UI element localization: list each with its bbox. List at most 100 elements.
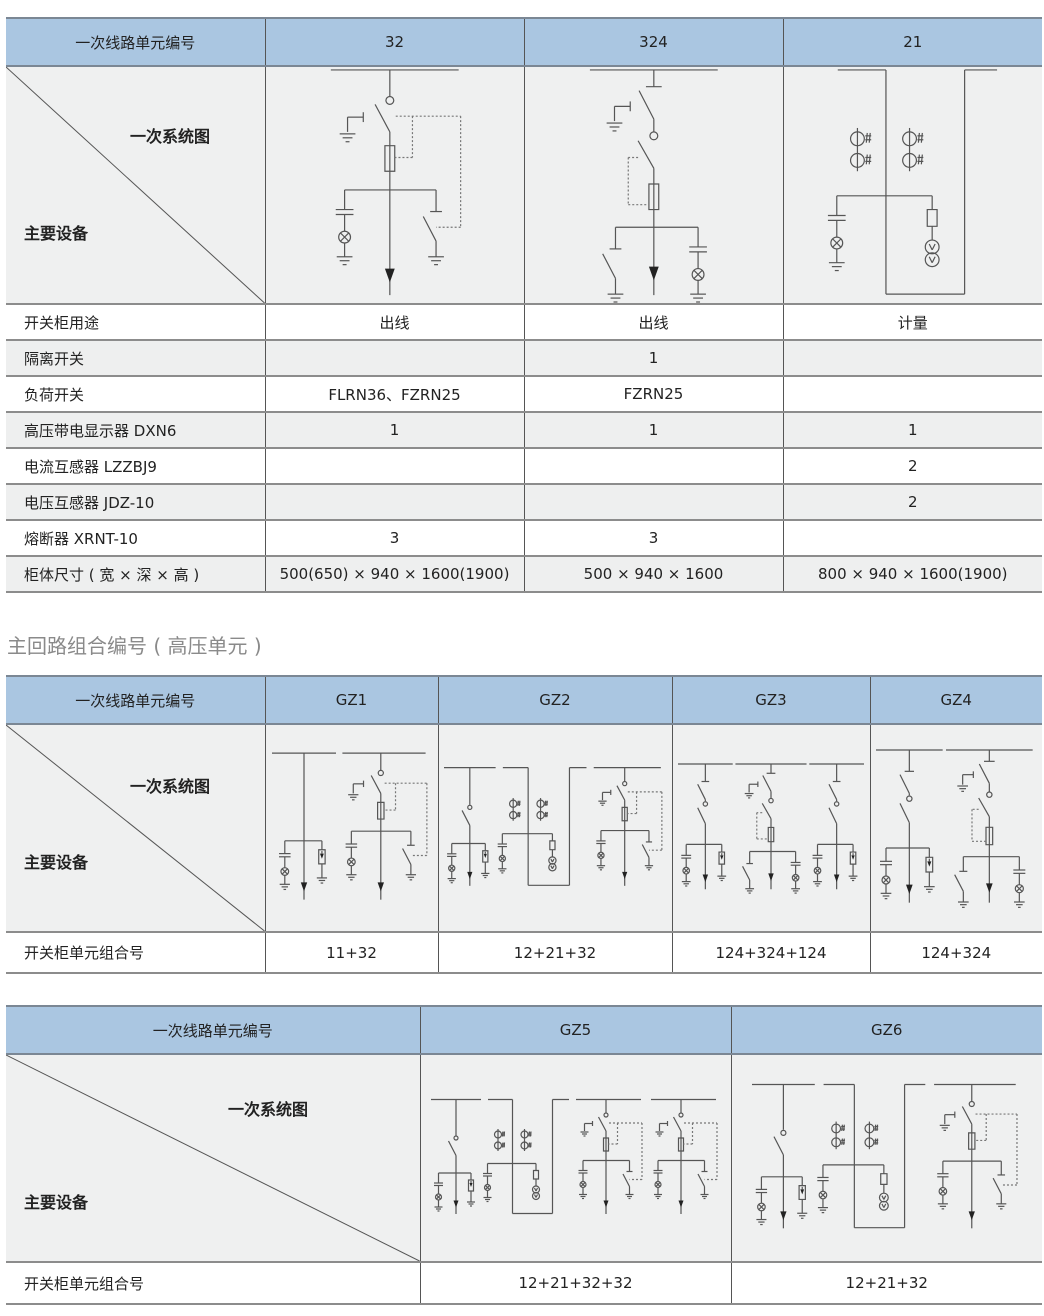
main-equipment-label: 主要设备 [24, 853, 89, 872]
table-row: 柜体尺寸 ( 宽 × 深 × 高 )500(650) × 940 × 1600(… [6, 556, 1042, 593]
unit-324-symbol [735, 764, 806, 893]
schematic-gz6 [752, 1073, 1022, 1243]
schematic-gz5 [431, 1073, 721, 1243]
unit-324-symbol [590, 70, 718, 302]
combo-table-2: 一次线路单元编号 GZ5 GZ6 一次系统图 主要设备 开关柜单元组合号 12+… [6, 1005, 1042, 1305]
schematic-32 [321, 67, 469, 303]
diagonal-divider [6, 725, 265, 931]
unit-21-symbol [483, 1100, 569, 1214]
unit-124-symbol [809, 764, 864, 889]
diagonal-header-cell: 一次系统图 主要设备 [6, 66, 265, 305]
header-label: 一次线路单元编号 [6, 1005, 420, 1055]
header-label: 一次线路单元编号 [6, 675, 265, 725]
header-row: 一次线路单元编号 GZ1 GZ2 GZ3 GZ4 [6, 675, 1042, 725]
row-label: 电流互感器 LZZBJ9 [6, 448, 265, 485]
value-cell [523, 448, 783, 485]
unit-12-symbol [444, 768, 496, 886]
unit-21-symbol [498, 768, 587, 886]
diagram-row: 一次系统图 主要设备 [6, 724, 1042, 933]
column-header: 32 [264, 17, 524, 67]
unit-32-symbol [331, 70, 461, 295]
table-row: 电压互感器 JDZ-10 2 [6, 484, 1042, 521]
schematic-21 [824, 67, 1001, 303]
unit-32-symbol [934, 1085, 1017, 1229]
unit-32-symbol [594, 768, 662, 886]
value-cell: 1 [523, 340, 783, 377]
value-cell: 800 × 940 × 1600(1900) [782, 556, 1042, 593]
unit-11-symbol [272, 753, 336, 900]
value-cell: 出线 [264, 304, 524, 341]
value-cell: 500(650) × 940 × 1600(1900) [264, 556, 524, 593]
diagonal-header-cell: 一次系统图 主要设备 [6, 724, 265, 933]
system-diagram-label: 一次系统图 [130, 127, 211, 146]
value-cell: FZRN25 [523, 376, 783, 413]
schematic-cell [869, 724, 1042, 933]
unit-324-symbol [946, 750, 1033, 907]
value-cell: 1 [264, 412, 524, 449]
unit-124-symbol [876, 750, 943, 903]
table-row: 隔离开关 1 [6, 340, 1042, 377]
column-header: GZ2 [437, 675, 672, 725]
unit-spec-table: 一次线路单元编号 32 324 21 一次系统图 主要设备 开关柜用途出线出线计… [6, 17, 1042, 593]
column-header: GZ1 [264, 675, 438, 725]
unit-32-symbol [342, 753, 426, 900]
row-label: 负荷开关 [6, 376, 265, 413]
combo-cell: 12+21+32+32 [419, 1262, 731, 1305]
schematic-cell [523, 66, 783, 305]
value-cell: 3 [264, 520, 524, 557]
value-cell: 2 [782, 484, 1042, 521]
column-header: GZ3 [671, 675, 870, 725]
combo-cell: 11+32 [264, 932, 438, 974]
column-header: 324 [523, 17, 783, 67]
diagram-row: 一次系统图 主要设备 [6, 66, 1042, 305]
value-cell [264, 340, 524, 377]
row-label: 电压互感器 JDZ-10 [6, 484, 265, 521]
section-title: 主回路组合编号 ( 高压单元 ) [7, 634, 262, 658]
schematic-cell [264, 66, 524, 305]
diagonal-divider [6, 67, 265, 303]
header-row: 一次线路单元编号 32 324 21 [6, 17, 1042, 67]
row-label: 高压带电显示器 DXN6 [6, 412, 265, 449]
column-header: GZ6 [730, 1005, 1042, 1055]
value-cell: FLRN36、FZRN25 [264, 376, 524, 413]
main-equipment-label: 主要设备 [24, 224, 89, 243]
row-label: 开关柜用途 [6, 304, 265, 341]
schematic-324 [585, 67, 723, 303]
diagram-row: 一次系统图 主要设备 [6, 1054, 1042, 1263]
schematic-gz2 [444, 743, 666, 913]
value-cell: 1 [523, 412, 783, 449]
row-label: 柜体尺寸 ( 宽 × 深 × 高 ) [6, 556, 265, 593]
diagonal-header-cell: 一次系统图 主要设备 [6, 1054, 420, 1263]
combo-table-1: 一次线路单元编号 GZ1 GZ2 GZ3 GZ4 一次系统图 主要设备 开关柜单… [6, 675, 1042, 974]
value-cell: 2 [782, 448, 1042, 485]
schematic-cell [782, 66, 1042, 305]
value-cell [782, 376, 1042, 413]
unit-32-symbol [651, 1100, 717, 1215]
unit-21-symbol [817, 1085, 925, 1228]
schematic-cell [437, 724, 672, 933]
system-diagram-label: 一次系统图 [130, 777, 211, 796]
row-label: 隔离开关 [6, 340, 265, 377]
schematic-cell [730, 1054, 1042, 1263]
column-header: GZ5 [419, 1005, 731, 1055]
value-cell: 出线 [523, 304, 783, 341]
value-cell [782, 520, 1042, 557]
combo-cell: 124+324+124 [671, 932, 870, 974]
combo-cell: 124+324 [869, 932, 1042, 974]
value-cell [264, 448, 524, 485]
combo-cell: 12+21+32 [730, 1262, 1042, 1305]
table-row: 电流互感器 LZZBJ9 2 [6, 448, 1042, 485]
schematic-cell [419, 1054, 731, 1263]
main-equipment-label: 主要设备 [24, 1193, 89, 1212]
header-row: 一次线路单元编号 GZ5 GZ6 [6, 1005, 1042, 1055]
table-row: 开关柜用途出线出线计量 [6, 304, 1042, 341]
table-row: 开关柜单元组合号 12+21+32+32 12+21+32 [6, 1262, 1042, 1305]
row-label: 熔断器 XRNT-10 [6, 520, 265, 557]
value-cell: 3 [523, 520, 783, 557]
column-header: 21 [782, 17, 1042, 67]
value-cell: 1 [782, 412, 1042, 449]
